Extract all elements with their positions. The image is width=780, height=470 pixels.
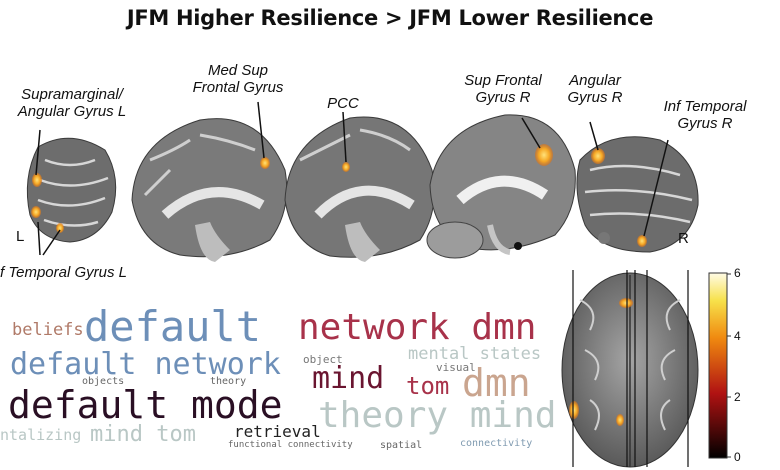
label-line: PCC — [327, 95, 359, 112]
label-inf-temporal-l: f Temporal Gyrus L — [0, 264, 127, 281]
label-angular-r: Angular Gyrus R — [560, 72, 630, 106]
colorbar-tick-4: 4 — [734, 329, 741, 343]
label-med-sup-frontal: Med Sup Frontal Gyrus — [178, 62, 298, 96]
word-objects: objects — [82, 376, 125, 387]
label-line: Supramarginal/ — [21, 86, 123, 103]
word-visual: visual — [436, 361, 476, 374]
word-default: default — [84, 302, 262, 351]
label-inf-temporal-r: Inf Temporal Gyrus R — [650, 98, 760, 132]
colorbar-tick-6: 6 — [734, 266, 741, 280]
label-supramarginal: Supramarginal/ Angular Gyrus L — [2, 86, 142, 120]
word-dmn: dmn — [462, 361, 531, 405]
word-retrieval: retrieval — [234, 422, 321, 441]
word-theory-mind: theory mind — [318, 395, 557, 436]
colorbar — [708, 272, 728, 459]
word-default-network: default network — [10, 347, 281, 382]
word-connectivity: connectivity — [460, 438, 533, 449]
label-line: Med Sup — [207, 62, 269, 79]
label-line: Angular Gyrus L — [17, 103, 127, 120]
brain-lateral-right — [576, 136, 699, 253]
colorbar-ticks — [727, 273, 731, 458]
brain-medial-right — [426, 114, 576, 259]
label-line: Angular — [569, 72, 621, 89]
label-sup-frontal-r: Sup Frontal Gyrus R — [448, 72, 558, 106]
word-ntalizing: ntalizing — [0, 426, 82, 444]
label-pcc: PCC — [318, 95, 368, 112]
brain-medial-2 — [284, 116, 435, 262]
word-object: object — [303, 353, 343, 366]
side-label-left: L — [16, 228, 25, 245]
word-default-mode: default mode — [8, 383, 283, 427]
brain-medial-1 — [131, 118, 288, 262]
side-label-right: R — [678, 230, 689, 247]
word-mind: mind — [312, 361, 385, 396]
brain-axial-top — [561, 270, 699, 468]
word-spatial: spatial — [380, 440, 423, 451]
label-line: Gyrus R — [567, 89, 623, 106]
figure-title: JFM Higher Resilience > JFM Lower Resili… — [126, 6, 654, 30]
word-mental-states: mental states — [408, 344, 542, 364]
label-line: Gyrus R — [475, 89, 531, 106]
label-line: Frontal Gyrus — [192, 79, 284, 96]
label-pointer-lines — [35, 101, 669, 256]
word-theory-small: theory — [210, 376, 247, 387]
word-functional-connectivity: functional connectivity — [228, 440, 353, 450]
word-network-dmn: network dmn — [298, 307, 537, 348]
brain-lateral-left — [26, 137, 117, 243]
word-mind-tom: mind tom — [90, 422, 196, 447]
label-line: Sup Frontal — [464, 72, 542, 89]
label-line: Gyrus R — [677, 115, 733, 132]
colorbar-tick-2: 2 — [734, 390, 741, 404]
label-line: Inf Temporal — [663, 98, 747, 115]
word-beliefs: beliefs — [12, 320, 84, 340]
colorbar-tick-0: 0 — [734, 450, 741, 464]
word-tom: tom — [406, 372, 450, 400]
